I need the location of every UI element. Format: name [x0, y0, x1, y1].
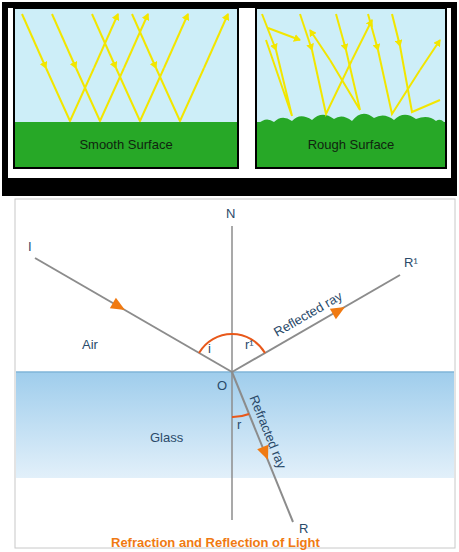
surface-band: Smooth Surface — [15, 122, 237, 167]
diagram-label: Reflected ray — [272, 289, 345, 339]
arrowheads — [110, 298, 348, 462]
panel-frame — [2, 2, 457, 196]
node-label: Glass — [150, 430, 183, 445]
reflected-ray — [232, 275, 400, 372]
diagram-label: r¹ — [245, 338, 254, 351]
glass-band: Glass — [16, 372, 454, 478]
refracted-ray — [232, 372, 293, 522]
diagram-label: i — [208, 342, 211, 355]
surface-band: Rough Surface — [257, 122, 445, 167]
glass-block — [16, 372, 454, 478]
node-label: Smooth Surface — [79, 137, 172, 152]
sky-panel — [14, 8, 238, 168]
diagram-label: N — [226, 207, 235, 220]
diagram-label: R¹ — [404, 256, 418, 269]
diagram-label: r — [237, 418, 241, 431]
caption: Refraction and Reflection of Light — [111, 536, 320, 549]
node-label: Rough Surface — [308, 137, 395, 152]
diagram-label: Refracted ray — [247, 393, 288, 470]
sky-panel — [256, 8, 446, 168]
diagram-label: Air — [82, 338, 98, 351]
light-rays — [22, 14, 228, 121]
diagram-label: O — [217, 379, 227, 392]
diagram-label: R — [299, 522, 308, 535]
scattered-rays — [262, 14, 440, 116]
diagram-label: I — [28, 240, 32, 253]
diagram-frame — [15, 199, 455, 548]
incident-ray — [35, 258, 232, 372]
